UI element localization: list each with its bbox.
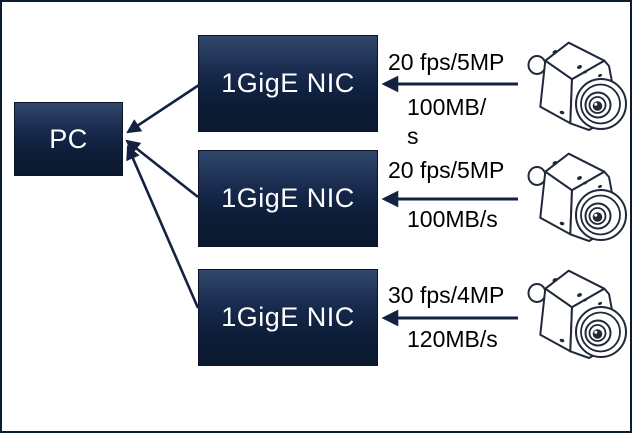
industrial-camera-icon-3 (527, 269, 627, 359)
pc-label: PC (49, 123, 88, 154)
nic-box-3: 1GigE NIC (198, 269, 378, 366)
nic-label-1: 1GigE NIC (221, 68, 355, 98)
rate-label-1: 100MB/ s (407, 94, 487, 149)
nic2-to-pc-arrow (125, 139, 199, 199)
nic-box-2: 1GigE NIC (198, 150, 378, 247)
nic-label-2: 1GigE NIC (221, 183, 355, 213)
industrial-camera-icon-1 (527, 41, 627, 132)
fps-label-3: 30 fps/4MP (388, 282, 505, 308)
rate-label-3: 120MB/s (407, 326, 498, 352)
fps-label-1: 20 fps/5MP (388, 49, 505, 75)
nic-label-3: 1GigE NIC (221, 302, 355, 332)
nic1-to-pc-arrow (126, 83, 200, 134)
nic-box-1: 1GigE NIC (198, 35, 378, 132)
nic3-to-pc-arrow (126, 144, 200, 309)
fps-label-2: 20 fps/5MP (388, 157, 505, 183)
rate-label-2: 100MB/s (407, 206, 498, 232)
pc-box: PC (14, 102, 123, 176)
industrial-camera-icon-2 (527, 152, 627, 242)
